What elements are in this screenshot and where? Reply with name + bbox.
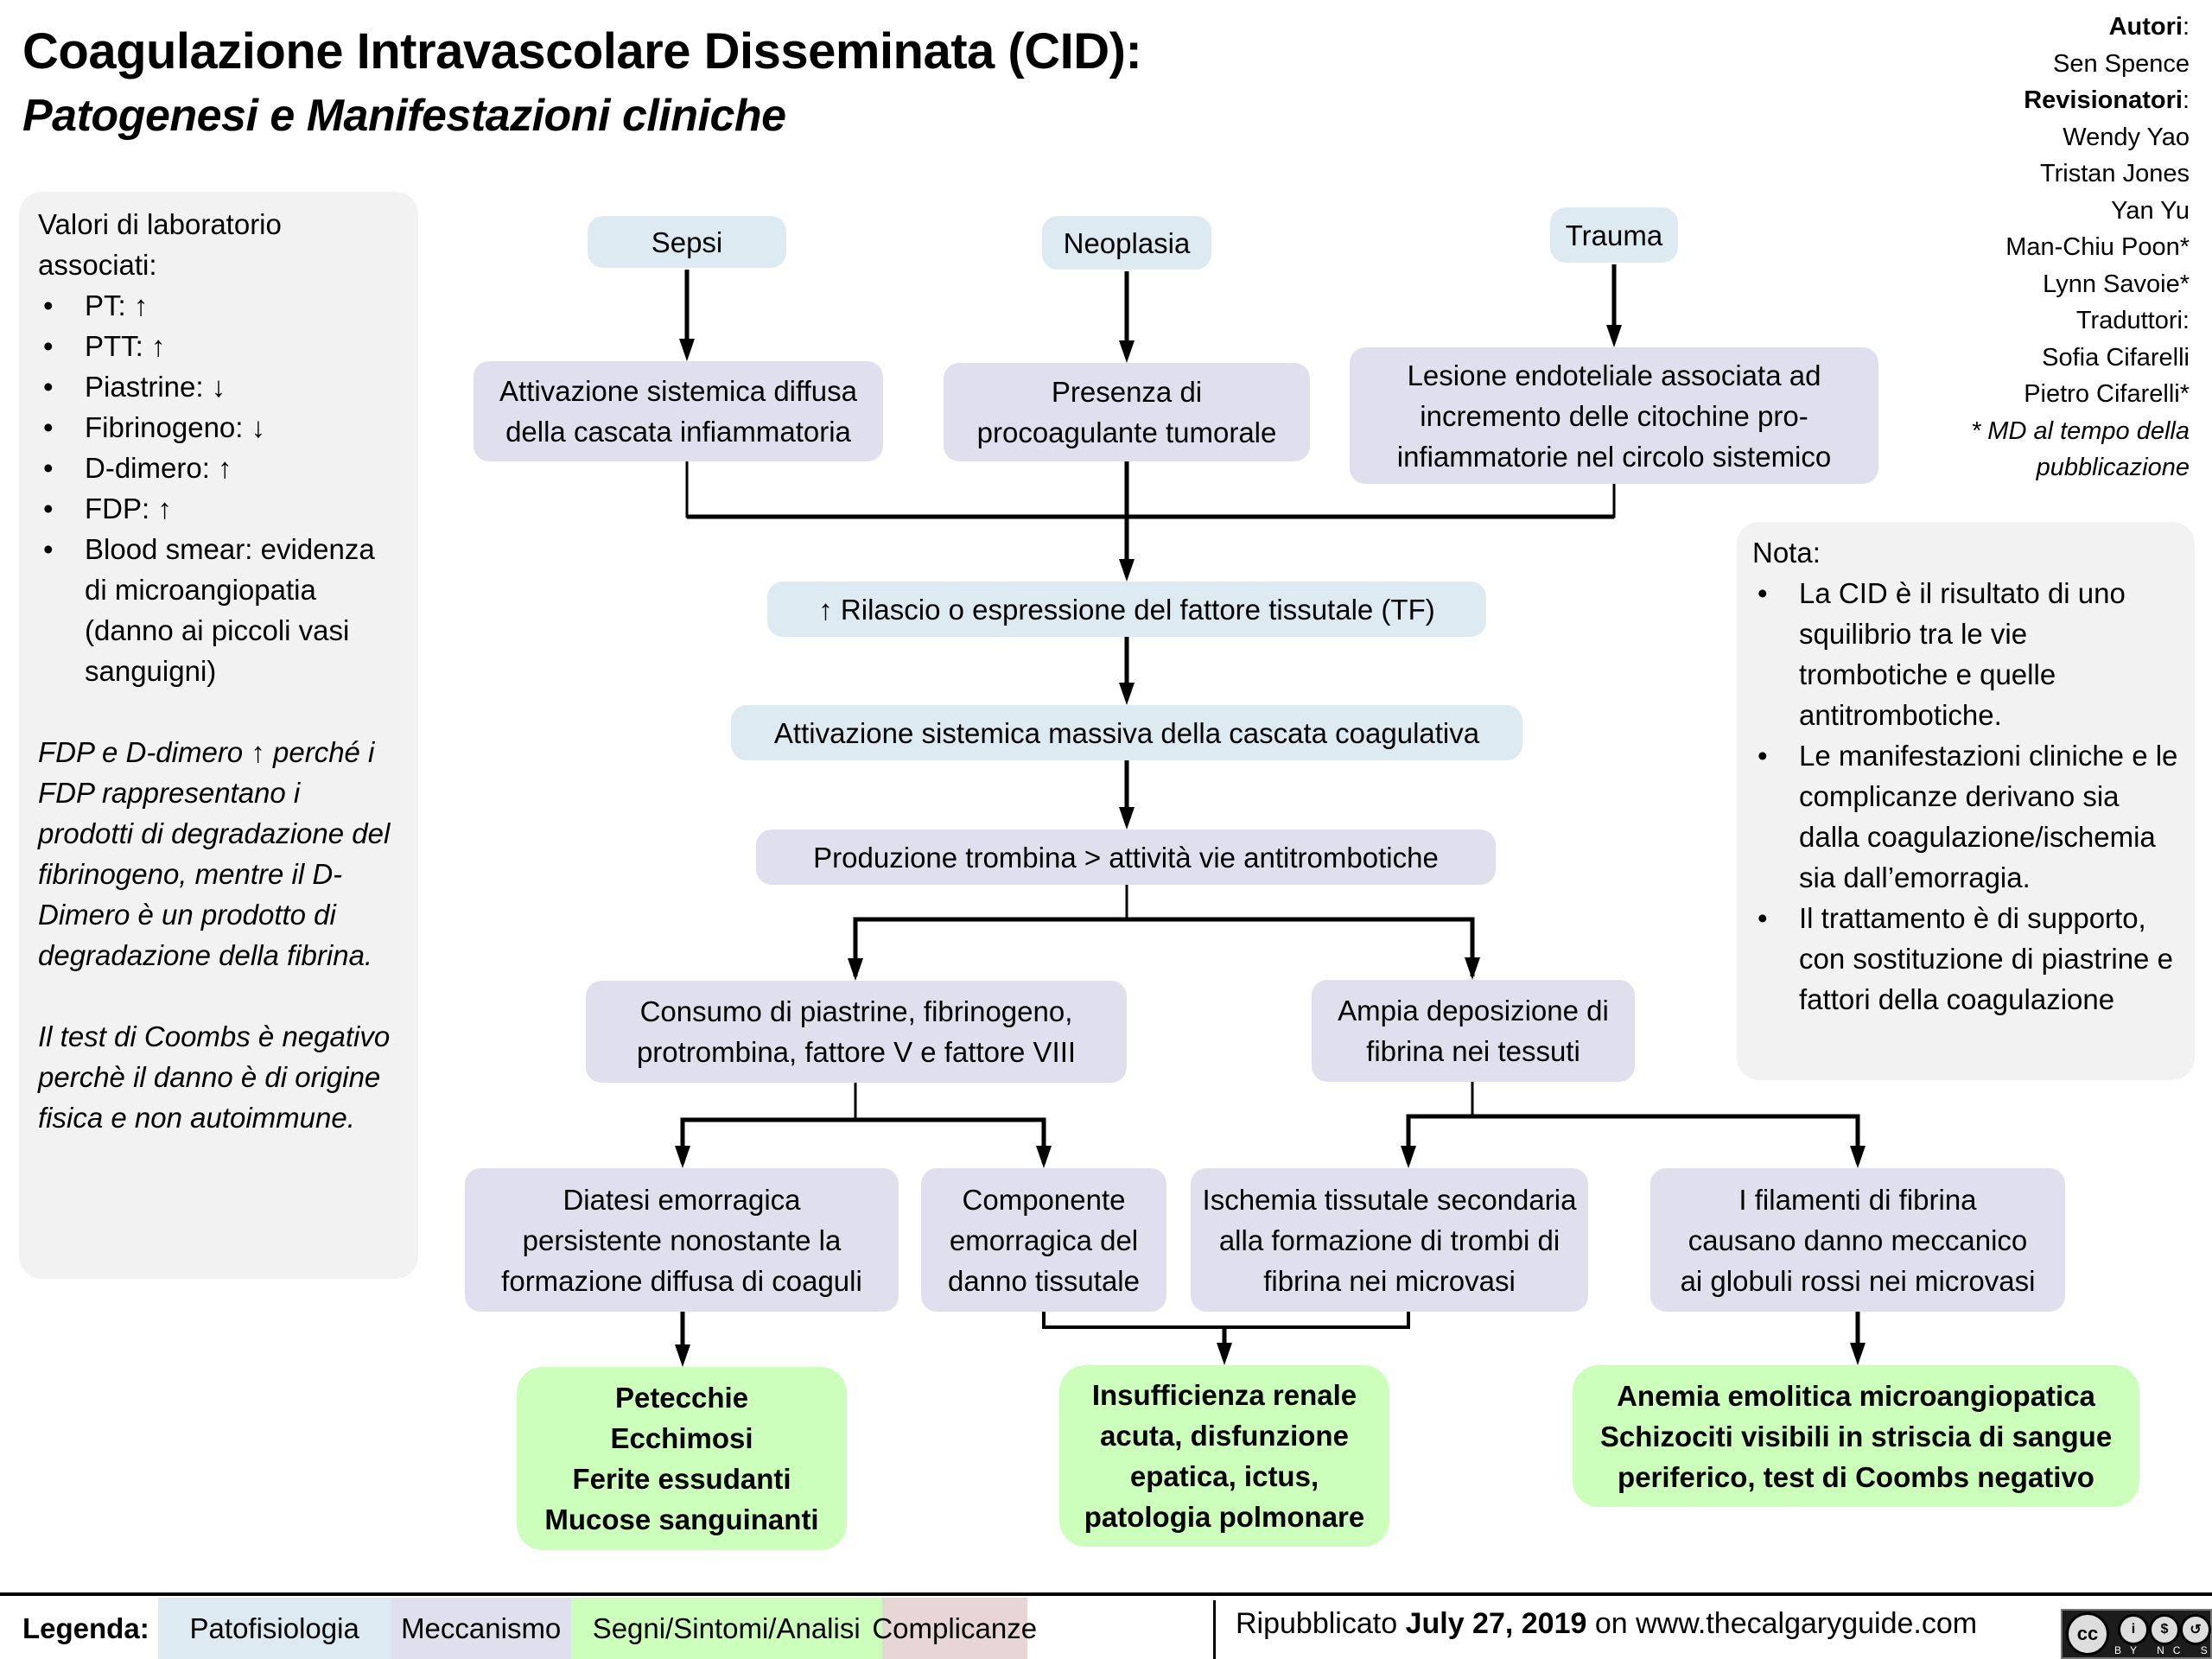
footnote: * MD al tempo della: [1970, 416, 2190, 445]
node-sepsi: Sepsi: [588, 216, 786, 268]
translators-label: Traduttori:: [2075, 307, 2190, 334]
footer-separator: [1213, 1600, 1216, 1659]
arrowhead: [675, 1344, 690, 1367]
arrowhead: [1465, 957, 1480, 980]
coombs-note: Il test di Coombs è negativo perchè il d…: [38, 1020, 391, 1134]
arrowhead: [1119, 807, 1135, 830]
legend-patofisiologia: Patofisiologia: [157, 1598, 391, 1659]
node-produzione-trombina: Produzione trombina > attività vie antit…: [756, 830, 1496, 885]
cc-icon: cc: [2066, 1612, 2109, 1656]
split-bar: [1406, 1114, 1860, 1163]
lab-item: •PTT: ↑: [43, 330, 166, 362]
legend-meccanismo: Meccanismo: [391, 1598, 571, 1659]
lab-item: •Blood smear: evidenza di microangiopati…: [43, 533, 375, 687]
arrowhead: [1036, 1146, 1052, 1168]
node-trauma: Trauma: [1550, 207, 1678, 263]
nota-heading: Nota:: [1752, 537, 1821, 569]
cc-license-badge: cc i $ ↺ BY NC SA: [2061, 1609, 2212, 1659]
footnote: pubblicazione: [2036, 454, 2190, 481]
arrowhead: [1850, 1146, 1866, 1168]
arrowhead: [1119, 559, 1135, 582]
nota-item: •Le manifestazioni cliniche e le complic…: [1758, 740, 2178, 893]
node-ischemia-tissutale: Ischemia tissutale secondaria alla forma…: [1191, 1168, 1588, 1312]
node-diatesi-emorragica: Diatesi emorragica persistente nonostant…: [465, 1168, 899, 1312]
split-bar: [680, 1117, 1046, 1163]
noncommercial-icon: $: [2149, 1614, 2180, 1645]
node-cascata-coagulativa: Attivazione sistemica massiva della casc…: [731, 705, 1522, 760]
translator-name: Pietro Cifarelli*: [2024, 380, 2190, 408]
page-subtitle: Patogenesi e Manifestazioni cliniche: [22, 91, 786, 141]
published-date: July 27, 2019: [1405, 1607, 1587, 1640]
lab-item: •Piastrine: ↓: [43, 371, 226, 403]
lab-values-panel: Valori di laboratorio associati: •PT: ↑ …: [19, 192, 418, 1279]
node-anemia-emolitica: Anemia emolitica microangiopatica Schizo…: [1573, 1365, 2139, 1507]
nota-panel: Nota: •La CID è il risultato di uno squi…: [1737, 522, 2195, 1080]
nota-item: •Il trattamento è di supporto, con sosti…: [1758, 902, 2173, 1015]
node-neoplasia: Neoplasia: [1042, 216, 1211, 270]
node-consumo: Consumo di piastrine, fibrinogeno, protr…: [586, 981, 1127, 1083]
reviewers-label: Revisionatori: [2024, 86, 2183, 114]
arrowhead: [1119, 683, 1135, 705]
node-petecchie: Petecchie Ecchimosi Ferite essudanti Muc…: [517, 1367, 847, 1550]
attribution-icon: i: [2118, 1614, 2149, 1645]
lab-item: •FDP: ↑: [43, 493, 172, 524]
node-procoagulante-tumorale: Presenza di procoagulante tumorale: [944, 363, 1310, 461]
node-attivazione-infiammatoria: Attivazione sistemica diffusa della casc…: [474, 361, 883, 461]
license-tags: BY NC SA: [2114, 1644, 2212, 1656]
reviewer-name: Wendy Yao: [2063, 123, 2190, 151]
reviewer-name: Lynn Savoie*: [2043, 270, 2190, 298]
arrowhead: [1850, 1343, 1866, 1365]
arrowhead: [1217, 1343, 1232, 1365]
translator-name: Sofia Cifarelli: [2042, 343, 2190, 372]
node-deposizione-fibrina: Ampia deposizione di fibrina nei tessuti: [1312, 980, 1635, 1082]
author-name: Sen Spence: [2052, 49, 2190, 78]
reviewer-name: Tristan Jones: [2040, 160, 2190, 188]
publication-info: Ripubblicato July 27, 2019 on www.thecal…: [1236, 1607, 1977, 1641]
credits: Autori: Sen Spence Revisionatori: Wendy …: [1861, 9, 2190, 486]
footer-divider: [0, 1592, 2212, 1596]
arrowhead: [1606, 325, 1622, 347]
node-fattore-tissutale: ↑ Rilascio o espressione del fattore tis…: [767, 582, 1486, 637]
node-lesione-endoteliale: Lesione endoteliale associata ad increme…: [1350, 347, 1878, 484]
arrowhead: [679, 339, 695, 361]
arrowhead: [848, 958, 863, 981]
arrowhead: [1119, 340, 1135, 363]
fdp-note: FDP e D-dimero ↑ perché i FDP rappresent…: [38, 736, 391, 971]
published-site: on www.thecalgaryguide.com: [1594, 1607, 1978, 1640]
lab-item: •PT: ↑: [43, 289, 149, 321]
node-filamenti-fibrina: I filamenti di fibrina causano danno mec…: [1650, 1168, 2065, 1312]
legend-label: Legenda:: [22, 1611, 149, 1644]
reviewer-name: Yan Yu: [2111, 196, 2190, 225]
published-prefix: Ripubblicato: [1236, 1607, 1398, 1640]
nota-item: •La CID è il risultato di uno squilibrio…: [1758, 577, 2126, 731]
arrowhead: [1401, 1146, 1416, 1168]
merge-connector: [1042, 1312, 1410, 1329]
legend-segni-sintomi: Segni/Sintomi/Analisi: [570, 1598, 882, 1659]
node-insufficienza-renale: Insufficienza renale acuta, disfunzione …: [1059, 1365, 1389, 1547]
legend: Legenda: Patofisiologia Meccanismo Segni…: [0, 1598, 1037, 1659]
reviewer-name: Man-Chiu Poon*: [2005, 233, 2190, 261]
lab-values-heading: Valori di laboratorio associati:: [38, 208, 282, 281]
split-bar: [853, 917, 1475, 976]
legend-complicanze: Complicanze: [872, 1598, 1037, 1659]
lab-item: •D-dimero: ↑: [43, 452, 232, 484]
arrowhead: [675, 1146, 690, 1168]
sharealike-icon: ↺: [2180, 1614, 2211, 1645]
page-title: Coagulazione Intravascolare Disseminata …: [22, 23, 1142, 79]
authors-label: Autori: [2108, 13, 2183, 41]
lab-item: •Fibrinogeno: ↓: [43, 411, 266, 443]
node-componente-emorragica: Componente emorragica del danno tissutal…: [921, 1168, 1166, 1312]
